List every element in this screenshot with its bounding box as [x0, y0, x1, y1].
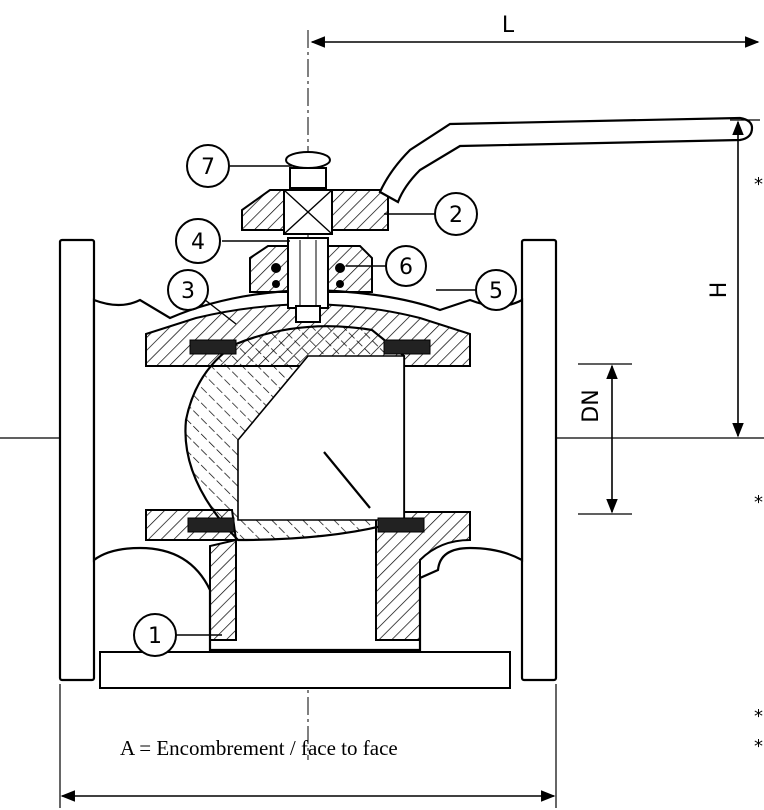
ball-bore [237, 355, 405, 521]
part-callout-7: 7 [186, 144, 230, 188]
body-lower-right-section [375, 511, 471, 641]
lever-handle [378, 116, 754, 204]
right-flange [520, 238, 558, 682]
dimension-dn-label: DN [579, 389, 604, 422]
face-to-face-caption: A = Encombrement / face to face [120, 736, 398, 760]
stem-nut-top [285, 151, 331, 169]
part-callout-3: 3 [167, 269, 209, 311]
left-flange [58, 238, 96, 682]
part-number-3: 3 [181, 279, 195, 304]
footnote-mark: * [754, 736, 763, 757]
part-number-5: 5 [489, 279, 503, 304]
part-number-4: 4 [191, 230, 205, 255]
part-number-7: 7 [201, 155, 215, 180]
part-callout-2: 2 [434, 192, 478, 236]
gland-cross [283, 189, 333, 235]
o-ring [336, 280, 344, 288]
stem [287, 237, 329, 309]
seat-upper-right [383, 339, 431, 355]
part-callout-4: 4 [175, 218, 221, 264]
part-callout-1: 1 [133, 613, 177, 657]
stem-foot [295, 305, 321, 323]
seat-lower-right [377, 517, 425, 533]
bore-diagonal [323, 451, 371, 509]
o-ring [335, 263, 345, 273]
dimension-h-label: H [707, 282, 732, 299]
body-lower-left-section [145, 509, 238, 641]
stem-nut [289, 167, 327, 189]
footnote-mark: * [754, 706, 763, 727]
part-number-2: 2 [449, 203, 463, 228]
part-callout-5: 5 [475, 269, 517, 311]
footnote-mark: * [754, 174, 763, 195]
footnote-mark: * [754, 492, 763, 513]
o-ring [272, 280, 280, 288]
base-plate [99, 651, 511, 689]
part-number-1: 1 [148, 624, 162, 649]
part-callout-6: 6 [385, 245, 427, 287]
seat-lower-left [187, 517, 235, 533]
dimension-l-label: L [502, 13, 515, 38]
seat-upper-left [189, 339, 237, 355]
part-number-6: 6 [399, 255, 413, 280]
o-ring [271, 263, 281, 273]
